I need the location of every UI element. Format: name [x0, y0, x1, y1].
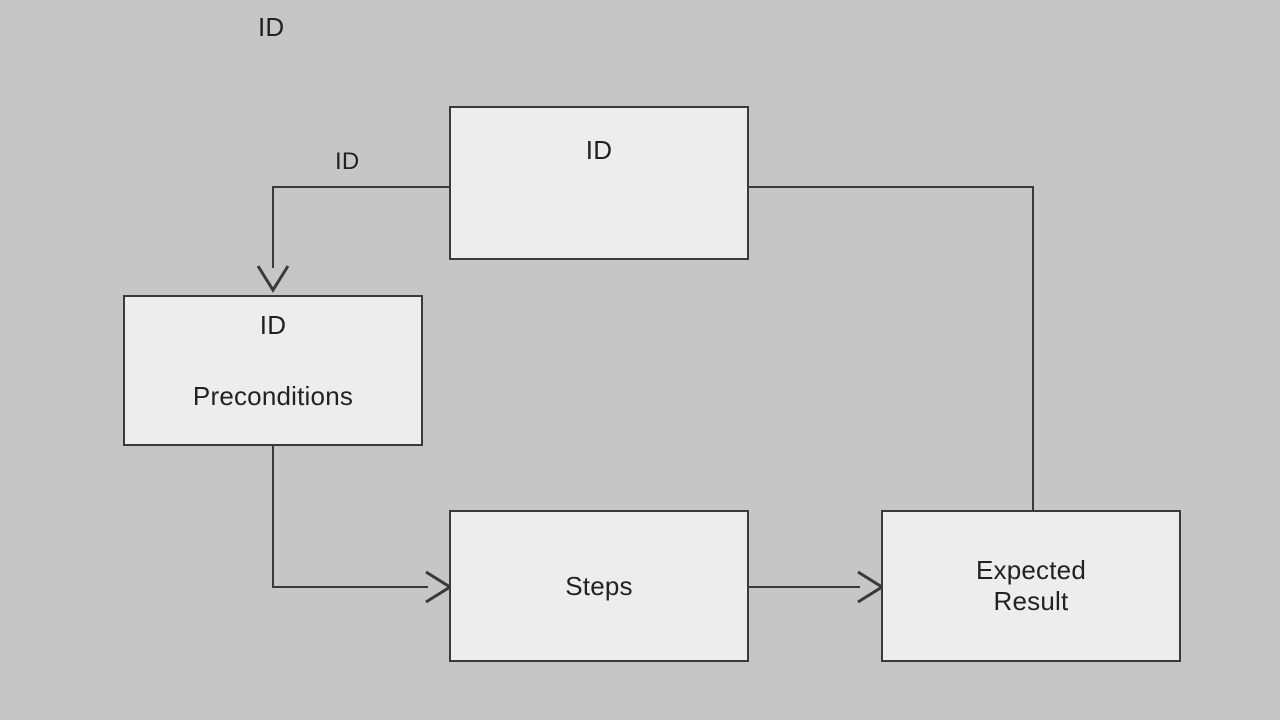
expected-result-node[interactable]: Expected Result — [881, 510, 1181, 662]
id-node[interactable]: ID — [449, 106, 749, 260]
connector-steps-to-expected-result-arrowhead — [857, 570, 885, 604]
preconditions-node[interactable]: ID Preconditions — [123, 295, 423, 446]
connector-preconditions-to-steps-arrowhead — [425, 570, 453, 604]
standalone-id-label: ID — [258, 12, 285, 42]
id-node-title: ID — [585, 135, 613, 165]
connector-id-to-expected-result-path — [749, 186, 1034, 510]
connector-preconditions-to-steps-path — [272, 446, 428, 588]
steps-node-title: Steps — [565, 570, 633, 601]
steps-node[interactable]: Steps — [449, 510, 749, 662]
preconditions-node-title: ID — [259, 310, 287, 340]
edge-label-id: ID — [335, 148, 360, 175]
connector-id-to-preconditions-arrowhead — [256, 265, 290, 293]
expected-result-node-title: Expected Result — [975, 555, 1086, 616]
preconditions-node-subtitle: Preconditions — [192, 380, 354, 411]
connector-id-to-preconditions-path — [272, 186, 449, 268]
